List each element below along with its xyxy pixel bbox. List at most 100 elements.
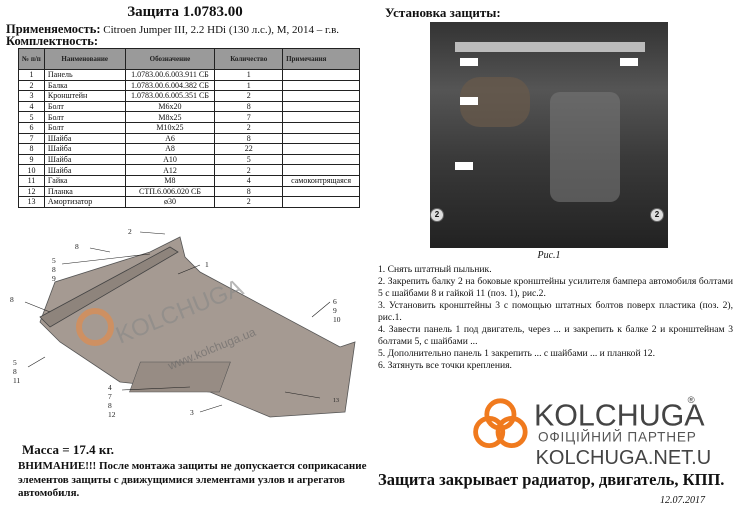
photo-marker: 2 <box>430 208 444 222</box>
table-cell: 10 <box>18 164 45 176</box>
table-cell: 2 <box>214 196 284 208</box>
table-cell: Гайка <box>43 174 126 187</box>
table-cell: Болт <box>43 100 126 113</box>
callout-8: 8 <box>75 242 79 251</box>
column-header: Количество <box>214 48 284 70</box>
step: 1. Снять штатный пыльник. <box>378 264 492 275</box>
registered-icon: ® <box>688 395 695 406</box>
applicability-value: Citroen Jumper III, 2.2 HDi (130 л.с.), … <box>103 24 340 36</box>
callout-8b: 8 <box>10 295 14 304</box>
table-cell: Болт <box>43 121 126 134</box>
table-cell: 5 <box>214 153 284 166</box>
coverage-summary: Защита закрывает радиатор, двигатель, КП… <box>378 470 725 489</box>
callout-2: 2 <box>128 227 132 236</box>
photo-gearbox <box>550 92 620 202</box>
arrow-icon <box>620 58 638 66</box>
table-cell: 1 <box>214 69 284 81</box>
table-cell: A10 <box>124 153 216 166</box>
table-cell: Кронштейн <box>43 90 126 102</box>
column-header: № п/п <box>18 48 45 70</box>
warning-text: ВНИМАНИЕ!!! После монтажа защиты не допу… <box>18 460 367 499</box>
table-cell: Шайба <box>43 132 126 145</box>
photo-marker: 2 <box>650 208 664 222</box>
table-cell: 8 <box>214 100 284 113</box>
table-cell: Болт <box>43 111 126 123</box>
table-cell: 12 <box>18 185 45 198</box>
arrow-icon <box>455 162 473 170</box>
table-cell <box>282 132 360 145</box>
table-cell: Шайба <box>43 164 126 176</box>
document-date: 12.07.2017 <box>660 495 705 506</box>
table-cell: 11 <box>18 174 45 187</box>
table-cell: Амортизатор <box>43 196 126 208</box>
table-cell: 7 <box>18 132 45 145</box>
logo-url: KOLCHUGA.NET.UA <box>536 447 710 468</box>
applicability: Применяемость: Citroen Jumper III, 2.2 H… <box>6 22 339 37</box>
table-cell: 9 <box>18 153 45 166</box>
photo-beam <box>455 42 645 52</box>
logo-brand: KOLCHUGA <box>534 399 705 433</box>
installation-title: Установка защиты: <box>385 5 501 20</box>
table-cell <box>282 90 360 102</box>
document-title: Защита 1.0783.00 <box>127 4 243 20</box>
table-cell: 2 <box>214 121 284 134</box>
callout-3: 3 <box>190 408 194 417</box>
callout-1: 1 <box>205 260 209 269</box>
table-cell: A12 <box>124 164 216 176</box>
table-cell: 8 <box>214 132 284 145</box>
table-cell: 22 <box>214 143 284 155</box>
table-cell: M10x25 <box>124 121 216 134</box>
table-cell: ø30 <box>124 196 216 208</box>
table-cell: M8x25 <box>124 111 216 123</box>
table-cell: M8 <box>124 174 216 187</box>
step: 4. Завести панель 1 под двигатель, через… <box>378 324 733 347</box>
table-cell: 13 <box>18 196 45 208</box>
table-cell: Планка <box>43 185 126 198</box>
table-cell <box>282 79 360 92</box>
table-cell: Балка <box>43 79 126 92</box>
table-cell <box>282 164 360 176</box>
step: 3. Установить кронштейны 3 с помощью шта… <box>378 300 733 323</box>
table-cell <box>282 153 360 166</box>
step: 5. Дополнительно панель 1 закрепить ... … <box>378 348 655 359</box>
beam-shape <box>39 246 179 328</box>
applicability-label: Применяемость: <box>6 22 101 36</box>
installation-steps: 1. Снять штатный пыльник. 2. Закрепить б… <box>378 264 733 372</box>
table-cell: 7 <box>214 111 284 123</box>
panel-recess <box>129 361 231 393</box>
table-cell <box>282 121 360 134</box>
table-cell: 4 <box>214 174 284 187</box>
table-cell: 2 <box>18 79 45 92</box>
table-cell: 8 <box>18 143 45 155</box>
table-cell <box>282 100 360 113</box>
table-cell: Панель <box>43 69 126 81</box>
table-cell: A8 <box>124 143 216 155</box>
table-cell: 1.0783.00.6.004.382 СБ <box>124 79 216 92</box>
installation-photo: 2 2 <box>430 22 668 248</box>
table-cell: СТП.6.006.020 СБ <box>124 185 216 198</box>
table-cell: 1 <box>18 69 45 81</box>
kit-label: Комплектность: <box>6 34 98 48</box>
column-header: Обозначение <box>124 48 216 70</box>
column-header: Наименование <box>43 48 126 70</box>
table-cell: A6 <box>124 132 216 145</box>
table-cell: 1 <box>214 79 284 92</box>
table-cell: 5 <box>18 111 45 123</box>
table-cell <box>282 143 360 155</box>
logo-tagline: ОФІЦІЙНИЙ ПАРТНЕР <box>538 430 697 445</box>
table-cell <box>282 111 360 123</box>
